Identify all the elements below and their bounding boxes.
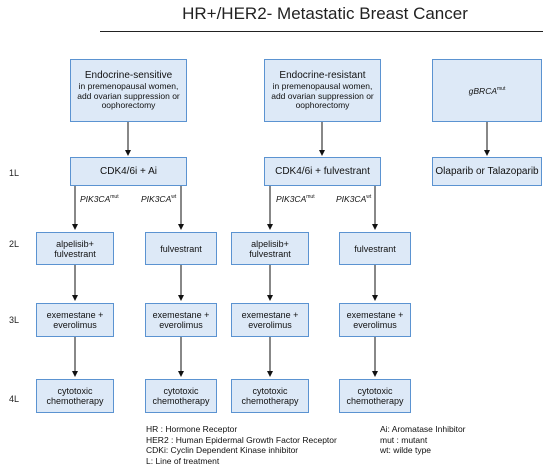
third-line-col3-box: exemestane + everolimus [231,303,309,337]
third-line-col4-label: exemestane + everolimus [346,310,404,330]
legend-item: wt: wilde type [380,445,432,455]
fourth-line-col2-box: cytotoxic chemotherapy [145,379,217,413]
legend-item: mut : mutant [380,434,428,445]
legend-item: HR : Hormone Receptor [146,424,238,434]
second-line-col2-label: fulvestrant [160,243,202,254]
second-line-col1-label: alpelisib+ fulvestrant [54,238,96,259]
legend-item: Ai: Aromatase Inhibitor [380,424,466,434]
first-line-sensitive-label: CDK4/6i + Ai [100,165,157,177]
first-line-sensitive-box: CDK4/6i + Ai [70,157,187,186]
first-line-gbrca-label: Olaparib or Talazoparib [435,165,539,177]
title-underline [100,31,543,32]
second-line-col4-box: fulvestrant [339,232,411,265]
fourth-line-col3-box: cytotoxic chemotherapy [231,379,309,413]
endocrine-sensitive-detail: in premenopausal women, add ovarian supp… [77,81,180,111]
first-line-resistant-label: CDK4/6i + fulvestrant [275,165,370,177]
branch-sensitive-mut: PIK3CAmut [80,194,119,204]
third-line-col1-box: exemestane + everolimus [36,303,114,337]
legend-item: HER2 : Human Epidermal Growth Factor Rec… [146,434,337,445]
first-line-gbrca-box: Olaparib or Talazoparib [432,157,542,186]
branch-sensitive-wt: PIK3CAwt [141,194,177,204]
page-title: HR+/HER2- Metastatic Breast Cancer [182,4,468,23]
endocrine-sensitive-box: Endocrine-sensitive in premenopausal wom… [70,59,187,122]
third-line-col4-box: exemestane + everolimus [339,303,411,337]
gbrca-label: gBRCAmut [468,85,506,96]
legend-left: HR : Hormone Receptor HER2 : Human Epide… [146,424,337,466]
endocrine-sensitive-heading: Endocrine-sensitive [84,70,173,82]
fourth-line-col4-box: cytotoxic chemotherapy [339,379,411,413]
second-line-col1-box: alpelisib+ fulvestrant [36,232,114,265]
branch-resistant-wt: PIK3CAwt [336,194,372,204]
legend-right: Ai: Aromatase Inhibitor mut : mutant wt:… [380,424,466,456]
fourth-line-col2-label: cytotoxic chemotherapy [152,386,210,406]
first-line-resistant-box: CDK4/6i + fulvestrant [264,157,381,186]
fourth-line-col3-label: cytotoxic chemotherapy [241,386,299,406]
second-line-col3-box: alpelisib+ fulvestrant [231,232,309,265]
fourth-line-col1-box: cytotoxic chemotherapy [36,379,114,413]
third-line-col2-label: exemestane + everolimus [152,310,210,330]
line-label-3l: 3L [9,315,20,325]
fourth-line-col4-label: cytotoxic chemotherapy [346,386,404,406]
line-label-1l: 1L [9,168,20,178]
endocrine-resistant-box: Endocrine-resistant in premenopausal wom… [264,59,381,122]
third-line-col3-label: exemestane + everolimus [241,310,299,330]
fourth-line-col1-label: cytotoxic chemotherapy [46,386,104,406]
third-line-col2-box: exemestane + everolimus [145,303,217,337]
line-label-2l: 2L [9,239,20,249]
second-line-col4-label: fulvestrant [354,243,396,254]
endocrine-resistant-heading: Endocrine-resistant [279,70,366,82]
third-line-col1-label: exemestane + everolimus [46,310,104,330]
branch-resistant-mut: PIK3CAmut [276,194,315,204]
legend-item: L: Line of treatment [146,455,220,466]
line-label-4l: 4L [9,394,20,404]
second-line-col2-box: fulvestrant [145,232,217,265]
legend-item: CDKi: Cyclin Dependent Kinase inhibitor [146,445,299,455]
second-line-col3-label: alpelisib+ fulvestrant [249,238,291,259]
endocrine-resistant-detail: in premenopausal women, add ovarian supp… [271,81,374,111]
gbrca-box: gBRCAmut [432,59,542,122]
